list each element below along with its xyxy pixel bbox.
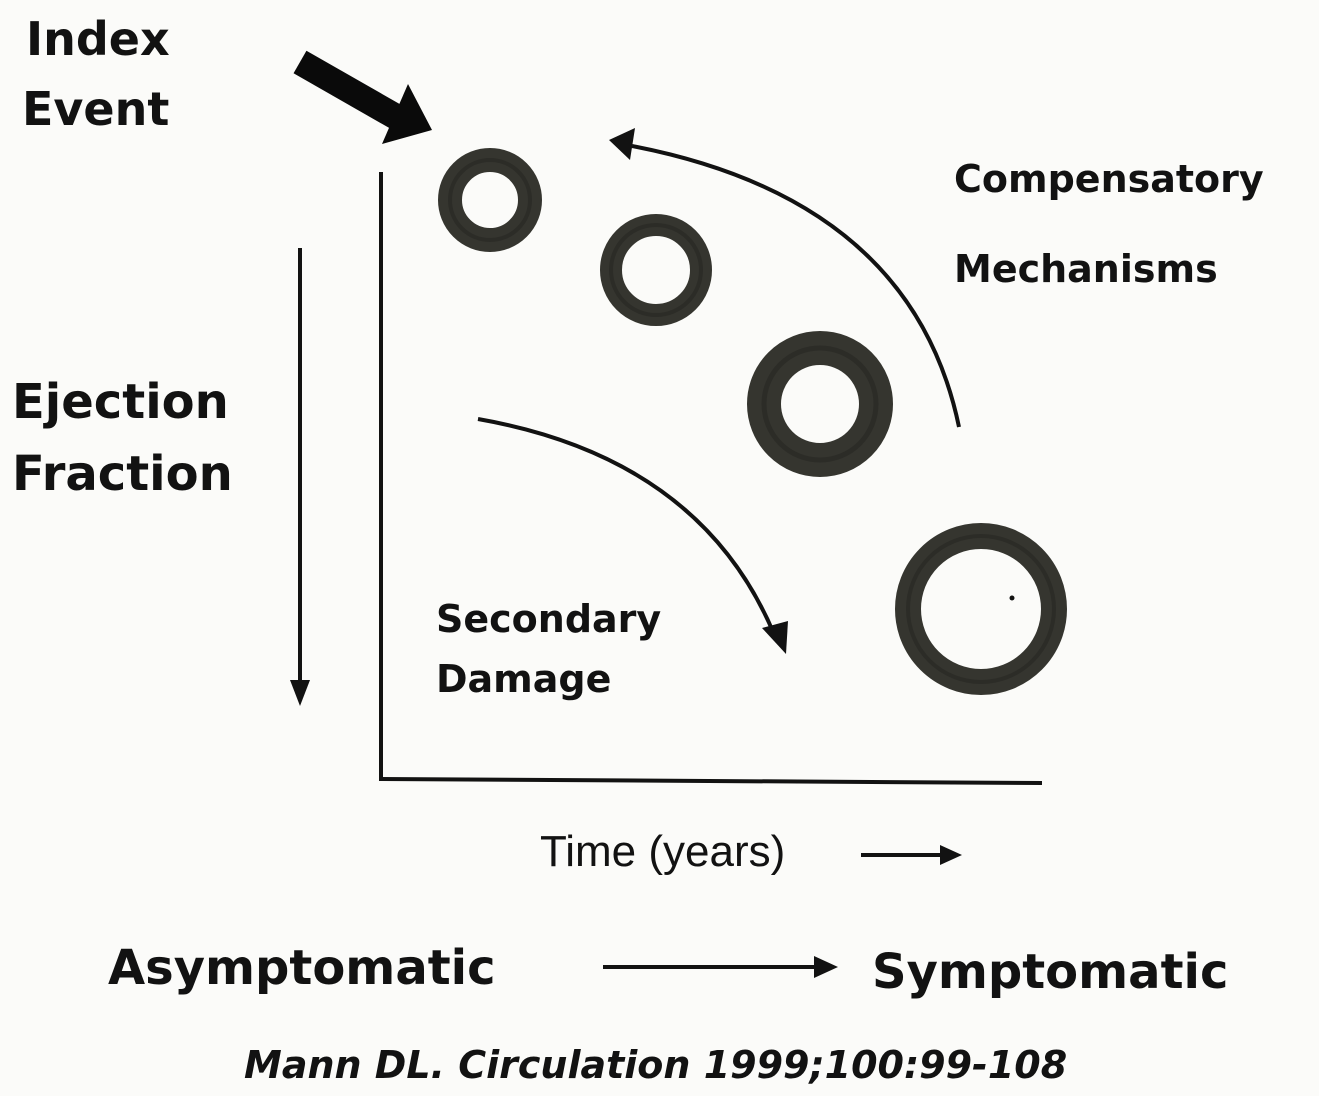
ejection-fraction-arrow-icon (290, 248, 310, 706)
progression-arrow-icon (603, 956, 838, 978)
ejection-fraction-label-line2: Fraction (12, 450, 233, 498)
ejection-fraction-label-line1: Ejection (12, 378, 229, 426)
time-axis-label: Time (years) (540, 830, 785, 874)
time-arrow-icon (861, 845, 962, 865)
compensatory-label-line2: Mechanisms (954, 250, 1218, 288)
x-axis (379, 779, 1042, 783)
asymptomatic-label: Asymptomatic (108, 944, 496, 992)
index-event-label-line2: Event (22, 86, 169, 132)
index-event-label-line1: Index (26, 16, 170, 62)
secondary-damage-label-line1: Secondary (436, 600, 661, 638)
secondary-damage-label-line2: Damage (436, 660, 611, 698)
symptomatic-label: Symptomatic (872, 948, 1228, 996)
compensatory-label-line1: Compensatory (954, 160, 1264, 198)
citation: Mann DL. Circulation 1999;100:99-108 (244, 1046, 1067, 1084)
index-event-arrow-icon (300, 62, 432, 144)
